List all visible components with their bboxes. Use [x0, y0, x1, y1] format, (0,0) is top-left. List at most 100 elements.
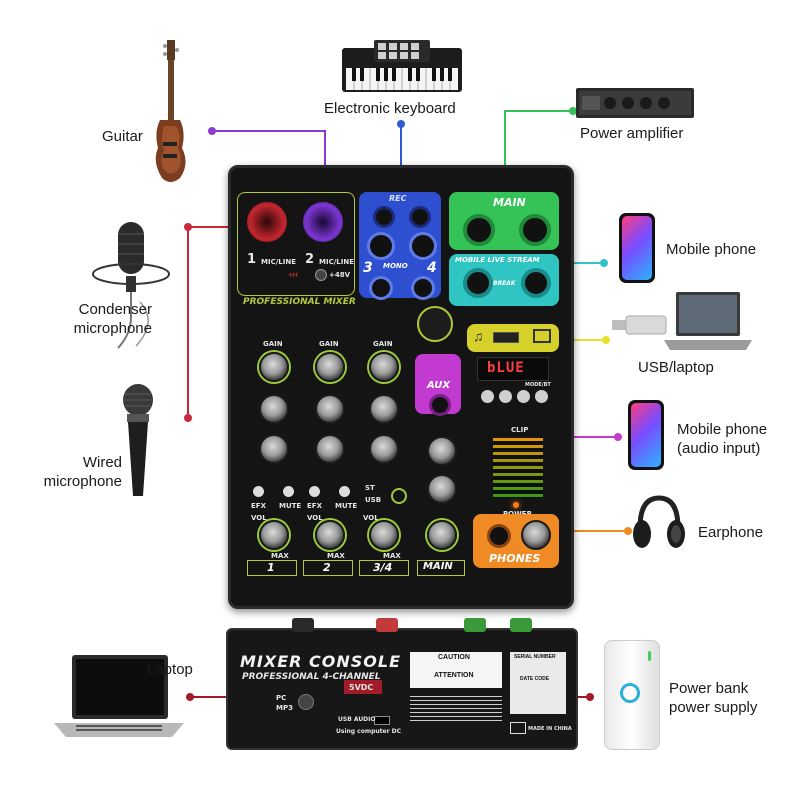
input-3-4-jack-l[interactable] [369, 276, 393, 300]
channel-1-combo-jack[interactable] [247, 202, 287, 242]
route-switch[interactable] [391, 488, 407, 504]
aux-jack[interactable] [429, 394, 451, 416]
gain-label-3: GAIN [373, 340, 393, 348]
channel-1-number: 1 [247, 252, 257, 267]
mono-label: MONO [383, 262, 408, 270]
wired-mic-label-line2: microphone [43, 473, 122, 490]
effect-knob-1[interactable] [427, 436, 457, 466]
aux-label: AUX [427, 380, 451, 391]
gain-knob-2[interactable] [315, 352, 345, 382]
efx-button-2[interactable] [309, 486, 320, 497]
dc-box [344, 680, 382, 694]
rec-l-jack[interactable] [373, 206, 395, 228]
strip-label-1-box [247, 560, 297, 576]
channel-2-combo-jack[interactable] [303, 202, 343, 242]
usb-wire-dot [602, 336, 610, 344]
caution-label: CAUTION [438, 654, 470, 661]
efx-label-1: EFX [251, 502, 266, 510]
serial-label: SERIAL NUMBER [514, 654, 556, 660]
phantom-button[interactable] [315, 269, 327, 281]
warning-text-block [410, 696, 502, 724]
input-3-4-jack-r[interactable] [411, 276, 435, 300]
back-top-knob-1 [292, 618, 314, 632]
efx-button-1[interactable] [253, 486, 264, 497]
professional-mixer-label: PROFESSIONAL MIXER [243, 297, 356, 307]
low-eq-knob-1[interactable] [259, 434, 289, 464]
effect-knob-2[interactable] [427, 474, 457, 504]
main-r-jack[interactable] [519, 214, 551, 246]
using-dc-label: Using computer DC [336, 728, 402, 735]
main-l-jack[interactable] [463, 214, 495, 246]
mobile-audio-label-line1: Mobile phone [677, 421, 768, 438]
phantom-label: +48V [329, 271, 351, 279]
mobile-audio-label: Mobile phone (audio input) [677, 420, 767, 458]
gain-label-1: GAIN [263, 340, 283, 348]
efx-label-2: EFX [307, 502, 322, 510]
live-stream-jack-2[interactable] [521, 268, 551, 298]
high-eq-knob-3[interactable] [369, 394, 399, 424]
dc-label: 5VDC [349, 683, 374, 692]
strip-label-34-box [359, 560, 409, 576]
main-volume-knob[interactable] [427, 520, 457, 550]
live-stream-jack-1[interactable] [463, 268, 493, 298]
pc-mp3-switch[interactable] [298, 694, 314, 710]
powerbank-label-line2: power supply [669, 699, 758, 716]
phones-label: PHONES [489, 552, 541, 565]
st-label: ST [365, 484, 375, 492]
low-eq-knob-2[interactable] [315, 434, 345, 464]
mute-button-1[interactable] [283, 486, 294, 497]
input-3-jack[interactable] [367, 232, 395, 260]
keyboard-icon [342, 40, 462, 92]
mobile-live-stream-label: MOBILE LIVE STREAM [455, 256, 540, 264]
input-3-label: 3 [363, 260, 373, 276]
condenser-label-line2: microphone [73, 320, 152, 337]
gain-knob-3[interactable] [369, 352, 399, 382]
strip-label-2: 2 [323, 561, 331, 574]
computer-icon [533, 329, 551, 343]
condenser-microphone-icon [92, 222, 170, 349]
phones-volume-knob[interactable] [521, 520, 551, 550]
usb-audio-port[interactable] [374, 716, 390, 725]
max-label-3: MAX [383, 552, 401, 560]
vol-label-3: VOL [363, 514, 379, 522]
usb-laptop-label: USB/laptop [638, 359, 714, 376]
laptop-label: Laptop [147, 661, 193, 678]
signal-arrows-icon: ‹‹‹ [289, 269, 298, 279]
usb-audio-label: USB AUDIO [338, 716, 376, 723]
next-button[interactable] [517, 390, 530, 403]
usb-port[interactable] [493, 332, 519, 343]
low-eq-knob-3[interactable] [369, 434, 399, 464]
volume-knob-2[interactable] [315, 520, 345, 550]
amplifier-wire-dot [569, 107, 577, 115]
wired-mic-wire-dot [184, 414, 192, 422]
mixer-back-panel: MIXER CONSOLE PROFESSIONAL 4-CHANNEL PC … [226, 618, 578, 750]
volume-knob-1[interactable] [259, 520, 289, 550]
back-top-knob-4 [510, 618, 532, 632]
back-top-knob-2 [376, 618, 398, 632]
break-label: BREAK [493, 280, 516, 287]
strip-label-2-box [303, 560, 353, 576]
volume-knob-3-4[interactable] [369, 520, 399, 550]
mute-button-2[interactable] [339, 486, 350, 497]
made-in-label: MADE IN CHINA [528, 726, 572, 732]
mode-bt-button[interactable] [535, 390, 548, 403]
mobile-phone-audio-icon [628, 400, 664, 470]
earphone-label: Earphone [698, 524, 764, 541]
display-screen [477, 357, 549, 381]
play-button[interactable] [499, 390, 512, 403]
back-subtitle: PROFESSIONAL 4-CHANNEL [242, 672, 381, 682]
prev-button[interactable] [481, 390, 494, 403]
laptop-wire-dot [186, 693, 194, 701]
condenser-wire-dot [184, 223, 192, 231]
earphone-wire-dot [624, 527, 632, 535]
guitar-label: Guitar [102, 128, 143, 145]
high-eq-knob-1[interactable] [259, 394, 289, 424]
gain-knob-1[interactable] [259, 352, 289, 382]
rec-r-jack[interactable] [409, 206, 431, 228]
power-bank-led-icon [648, 651, 651, 661]
main-label: MAIN [493, 196, 526, 209]
phones-jack[interactable] [487, 524, 511, 548]
high-eq-knob-2[interactable] [315, 394, 345, 424]
mobile-phone-icon [619, 213, 655, 283]
input-4-jack[interactable] [409, 232, 437, 260]
